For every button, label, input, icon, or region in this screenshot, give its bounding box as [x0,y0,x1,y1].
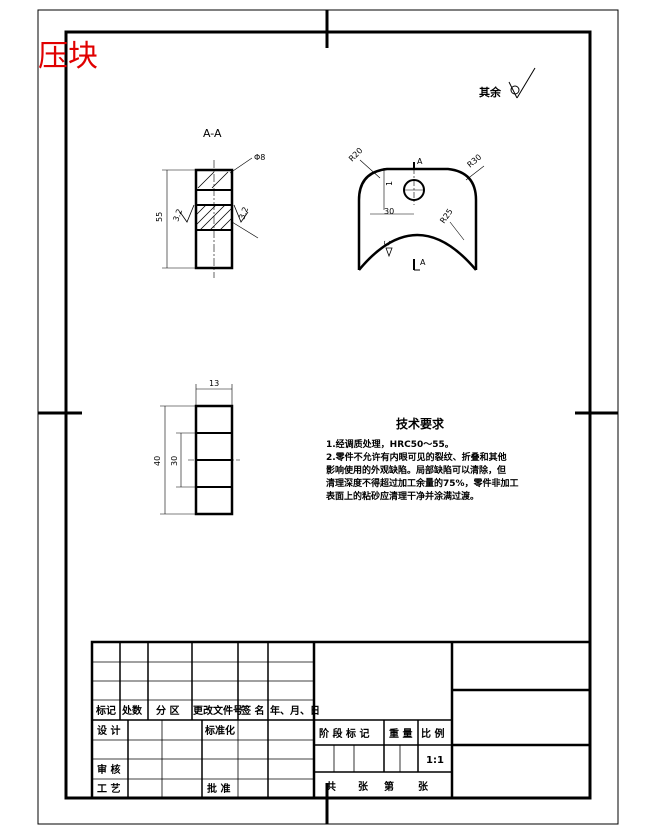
dim-width-30: 30 [384,207,394,216]
dim-r30: R30 [466,153,484,170]
tb-sheets2: 张 [418,780,429,793]
tech-line-4: 清理深度不得超过加工余量的75%，零件非加工 [326,477,519,489]
cut-mark-a-bottom: A [420,258,426,267]
tb-review: 审 核 [97,763,120,776]
front-view [357,159,485,271]
tb-sheets: 张 [358,780,369,793]
tb-scale-value: 1:1 [426,755,444,766]
title-block [90,640,592,800]
tb-total: 共 [326,780,336,793]
dim-ra-left: 3.2 [171,208,184,223]
tb-process: 工 艺 [97,782,120,795]
tb-rev-date: 年、月、日 [270,704,320,717]
section-label: A-A [203,127,222,140]
dim-width-13: 13 [209,379,219,388]
dim-height-40: 40 [153,456,162,466]
section-view [162,157,259,278]
dim-height-55: 55 [155,212,164,222]
dim-r20: R20 [347,146,365,164]
tb-scale-label: 比 例 [421,727,444,740]
tb-design: 设 计 [97,724,120,737]
part-title: 压块 [38,39,98,74]
inner-frame [64,30,592,800]
tb-stage-mark: 阶 段 标 记 [319,727,369,740]
tb-rev-doc: 更改文件号 [193,704,243,717]
tb-approve: 批 准 [207,782,230,795]
dim-c: C [383,240,392,246]
tech-line-1: 1.经调质处理，HRC50～55。 [326,438,454,450]
tech-line-5: 表面上的粘砂应清理干净并涂满过渡。 [325,490,479,502]
tb-rev-zone: 分 区 [156,704,179,717]
dim-r25: R25 [438,207,454,225]
dim-height-30: 30 [170,456,179,466]
cut-mark-a-top: A [417,157,423,166]
tb-rev-mark: 标记 [95,704,116,717]
tech-line-3: 影响使用的外观缺陷。局部缺陷可以清除，但 [326,464,506,476]
tech-line-2: 2.零件不允许有内眼可见的裂纹、折叠和其他 [326,451,507,463]
tb-standard: 标准化 [204,724,235,737]
dim-hole-diameter: Φ8 [254,153,265,162]
roughness-note: 其余 [479,85,502,99]
side-view [160,384,240,516]
dim-ra-right: 3.2 [237,206,250,221]
tb-weight: 重 量 [389,727,412,740]
tb-sheet-no: 第 [384,780,394,793]
tb-rev-count: 处数 [121,704,143,717]
outer-border [37,9,619,825]
tech-title: 技术要求 [396,416,445,431]
dim-sym: 1 [385,181,394,186]
roughness-symbol-icon [508,67,536,99]
tb-rev-sign: 签 名 [240,704,264,717]
